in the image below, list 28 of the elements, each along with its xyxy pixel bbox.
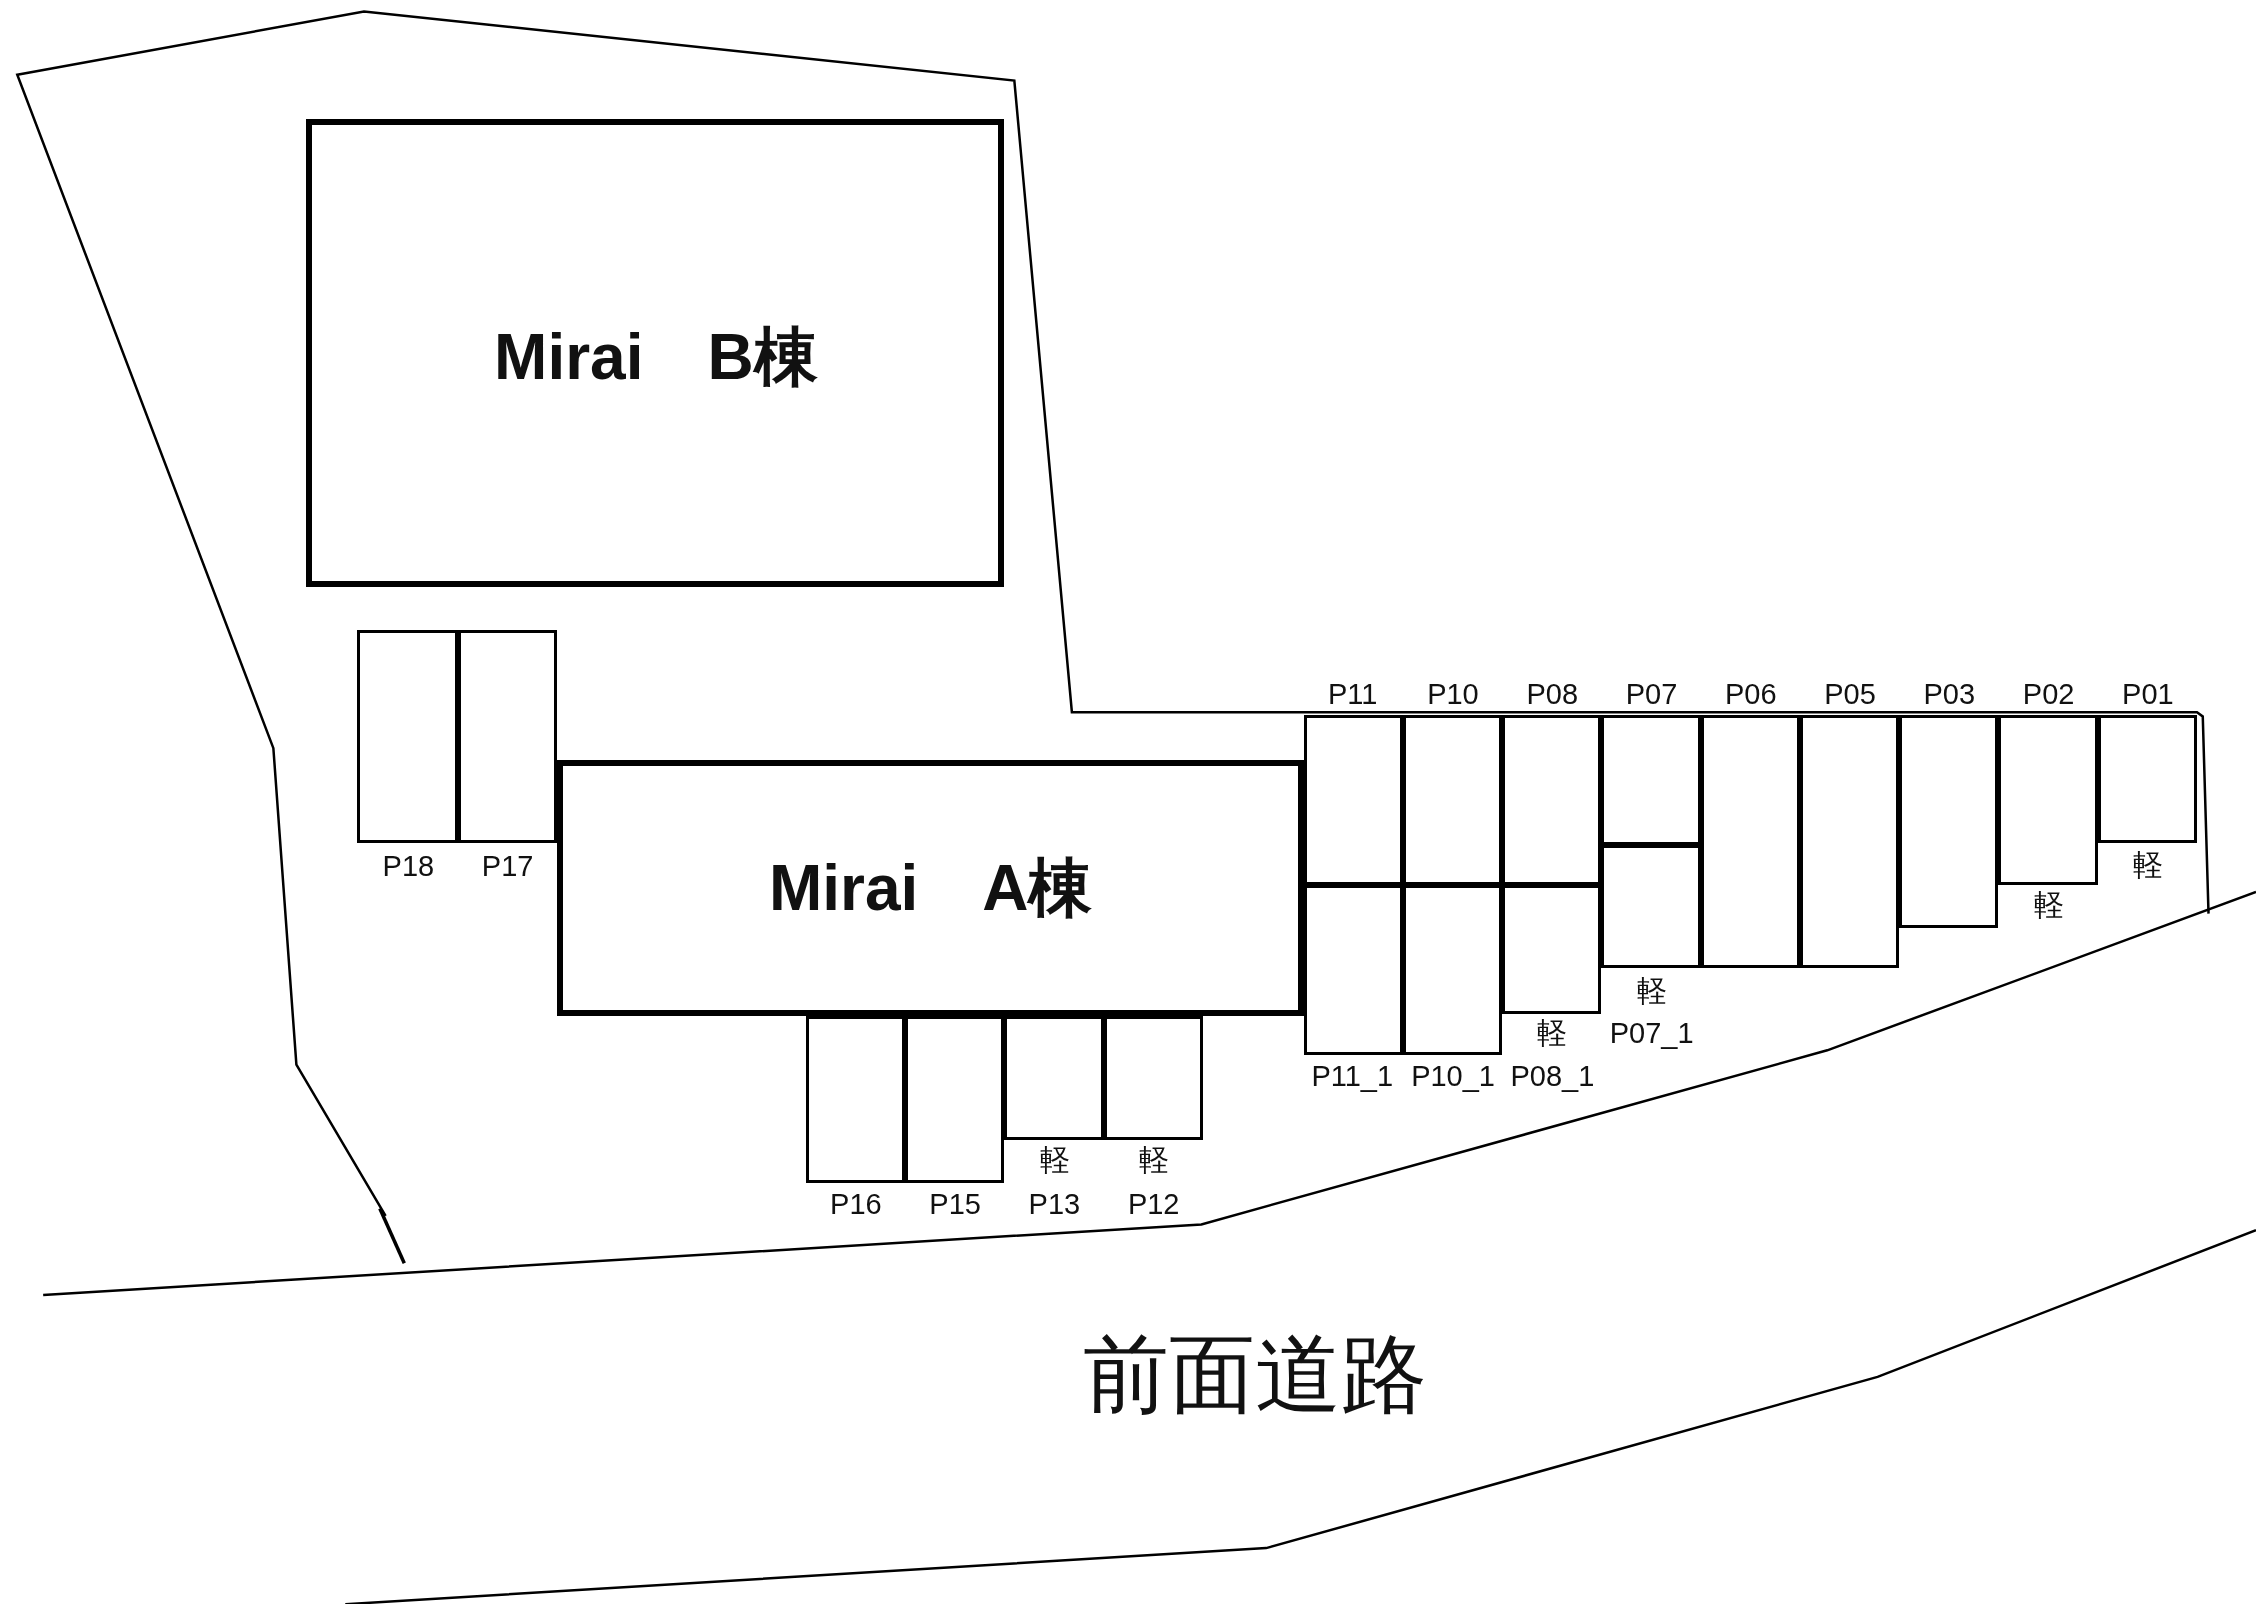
space-number: P11_1 [1311,1061,1394,1091]
space-number: P03 [1923,680,1976,710]
space-number: P15 [929,1189,981,1219]
space-number: P16 [830,1189,882,1219]
space-number: P18 [382,851,435,881]
kei-car-mark: 軽 [1138,1144,1169,1175]
space-number: P06 [1724,680,1777,710]
kei-car-mark: 軽 [1537,1018,1568,1049]
space-number: P12 [1127,1189,1180,1219]
building-name: Mirai A棟 [768,855,1093,920]
kei-car-mark: 軽 [2033,890,2064,920]
space-number: P10_1 [1411,1061,1495,1091]
space-number: P05 [1824,680,1876,710]
space-number: P08_1 [1510,1061,1595,1091]
space-number: P17 [481,851,534,881]
space-number: P11 [1327,680,1378,710]
space-number: P07 [1625,680,1678,710]
space-number: P07_1 [1609,1018,1694,1048]
kei-car-mark: 軽 [1039,1144,1070,1175]
kei-car-mark: 軽 [2133,849,2164,880]
building-name: Mirai B棟 [494,324,818,389]
space-number: P13 [1028,1189,1081,1219]
road-label: 前面道路 [1082,1331,1427,1417]
space-number: P01 [2122,680,2174,710]
space-number: P08 [1526,680,1579,710]
space-number: P10 [1427,680,1479,710]
space-number: P02 [2022,680,2075,710]
kei-car-mark: 軽 [1636,976,1667,1007]
